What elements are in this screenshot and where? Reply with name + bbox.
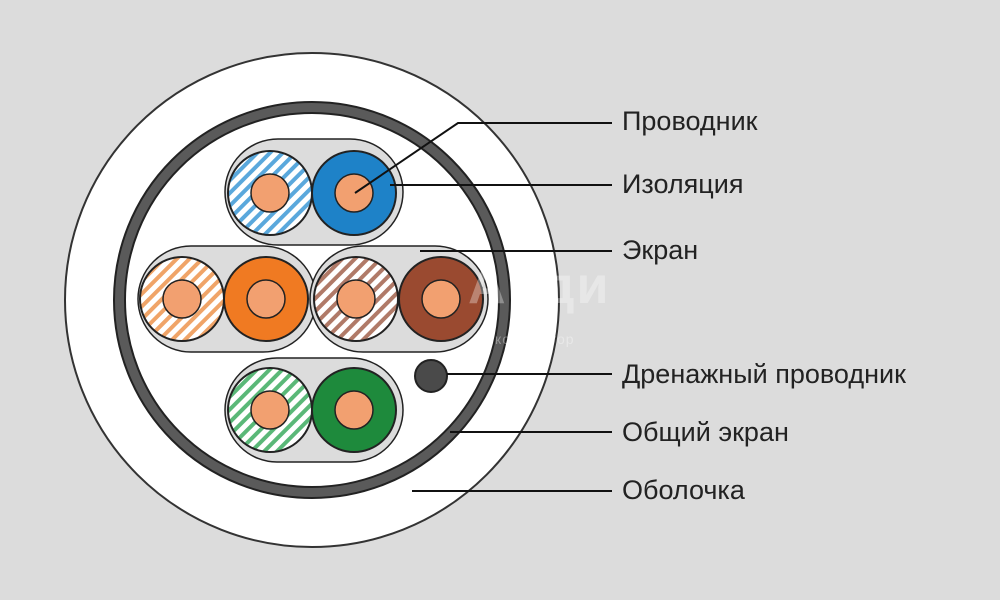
label-drain-wire: Дренажный проводник: [622, 359, 906, 389]
conductor: [336, 279, 376, 319]
conductor: [334, 390, 374, 430]
drain-wire: [414, 359, 448, 393]
label-conductor: Проводник: [622, 106, 758, 136]
conductor: [334, 173, 374, 213]
watermark-subtext: компьютор: [495, 331, 575, 347]
watermark-text: Айди: [468, 257, 611, 315]
leader-lines: [354, 122, 612, 492]
label-screen: Экран: [622, 235, 699, 265]
label-jacket: Оболочка: [622, 475, 745, 505]
conductor: [246, 279, 286, 319]
label-insulation: Изоляция: [622, 169, 744, 199]
conductor: [250, 390, 290, 430]
conductor: [162, 279, 202, 319]
conductor: [421, 279, 461, 319]
leader-conductor: [354, 122, 612, 194]
label-overall-screen: Общий экран: [622, 417, 789, 447]
conductor: [250, 173, 290, 213]
